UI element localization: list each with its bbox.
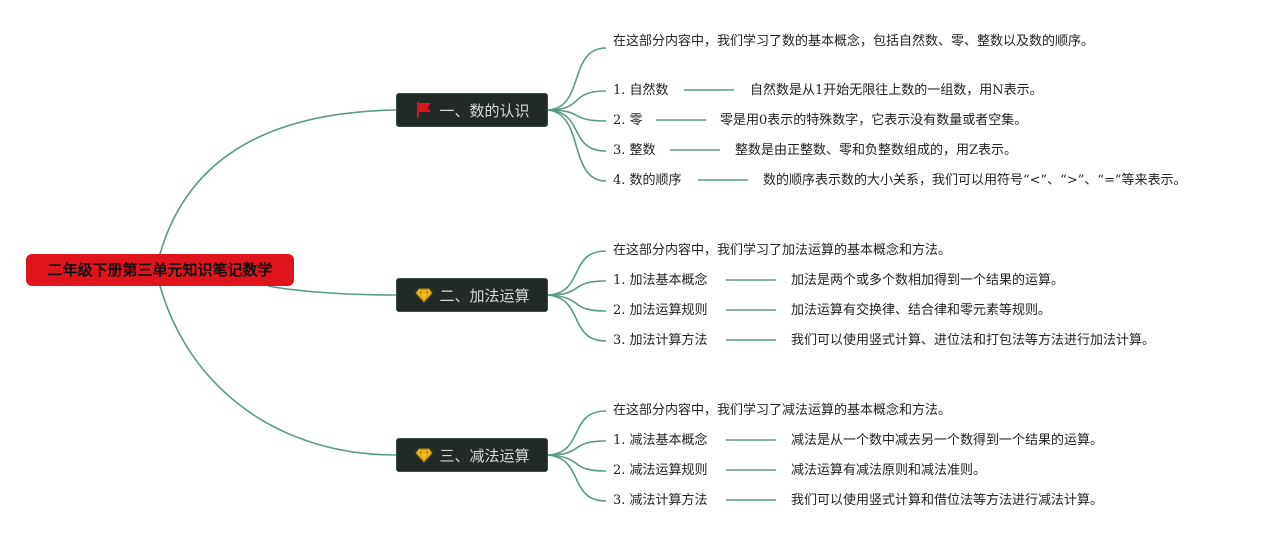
gold-gem-icon	[414, 445, 434, 465]
b1-item2-desc: 零是用0表示的特殊数字，它表示没有数量或者空集。	[720, 113, 1028, 128]
branch-label: 三、减法运算	[439, 446, 530, 465]
b2-item2-label[interactable]: 2. 加法运算规则	[613, 303, 708, 318]
connector-root-branch-3	[159, 285, 397, 456]
branch-node-subtraction[interactable]: 三、减法运算	[396, 438, 548, 472]
connector-b2-item2	[547, 294, 607, 312]
b1-item2-label[interactable]: 2. 零	[613, 113, 643, 128]
b1-item1-desc: 自然数是从1开始无限往上数的一组数，用N表示。	[750, 83, 1043, 98]
b1-item3-label[interactable]: 3. 整数	[613, 143, 656, 158]
b3-item1-desc: 减法是从一个数中减去另一个数得到一个结果的运算。	[791, 433, 1104, 448]
connector-b1-item3	[547, 109, 607, 152]
branch-node-number-recognition[interactable]: 一、数的认识	[396, 93, 548, 127]
root-label: 二年级下册第三单元知识笔记数学	[47, 261, 273, 279]
b3-intro-text: 在这部分内容中，我们学习了减法运算的基本概念和方法。	[613, 403, 952, 418]
b1-item4-desc: 数的顺序表示数的大小关系，我们可以用符号“<”、“>”、“=”等来表示。	[763, 173, 1187, 188]
connector-root-branch-1	[159, 109, 397, 255]
b2-item3-desc: 我们可以使用竖式计算、进位法和打包法等方法进行加法计算。	[791, 333, 1156, 348]
root-node[interactable]: 二年级下册第三单元知识笔记数学	[26, 254, 294, 286]
branch-node-addition[interactable]: 二、加法运算	[396, 278, 548, 312]
gold-gem-icon	[414, 285, 434, 305]
b1-intro-text: 在这部分内容中，我们学习了数的基本概念，包括自然数、零、整数以及数的顺序。	[613, 34, 1095, 49]
b1-item4-label[interactable]: 4. 数的顺序	[613, 173, 682, 188]
b2-item1-label[interactable]: 1. 加法基本概念	[613, 273, 708, 288]
red-flag-icon	[414, 100, 434, 120]
b1-item1-label[interactable]: 1. 自然数	[613, 83, 669, 98]
b3-item1-label[interactable]: 1. 减法基本概念	[613, 433, 708, 448]
connector-b1-item4	[547, 109, 607, 182]
b2-item3-label[interactable]: 3. 加法计算方法	[613, 333, 708, 348]
connector-b2-intro	[547, 250, 607, 296]
b3-item2-desc: 减法运算有减法原则和减法准则。	[791, 463, 987, 478]
b2-intro-text: 在这部分内容中，我们学习了加法运算的基本概念和方法。	[613, 243, 952, 258]
connector-b3-item1	[547, 440, 607, 456]
connector-b1-item2	[547, 109, 607, 122]
b2-item1-desc: 加法是两个或多个数相加得到一个结果的运算。	[791, 273, 1065, 288]
connector-root-branch-2	[267, 285, 397, 296]
b3-item3-desc: 我们可以使用竖式计算和借位法等方法进行减法计算。	[791, 493, 1104, 508]
b3-item2-label[interactable]: 2. 减法运算规则	[613, 463, 708, 478]
branch-label: 一、数的认识	[439, 101, 530, 120]
connector-b3-item2	[547, 454, 607, 472]
connector-b3-item3	[547, 454, 607, 502]
connector-b3-intro	[547, 410, 607, 456]
branch-label: 二、加法运算	[439, 286, 530, 305]
connector-b1-item1	[547, 90, 607, 111]
b2-item2-desc: 加法运算有交换律、结合律和零元素等规则。	[791, 303, 1052, 318]
connector-b2-item3	[547, 294, 607, 342]
b3-item3-label[interactable]: 3. 减法计算方法	[613, 493, 708, 508]
connector-b1-intro	[547, 47, 607, 111]
connector-b2-item1	[547, 280, 607, 296]
b1-item3-desc: 整数是由正整数、零和负整数组成的，用Z表示。	[735, 143, 1018, 158]
